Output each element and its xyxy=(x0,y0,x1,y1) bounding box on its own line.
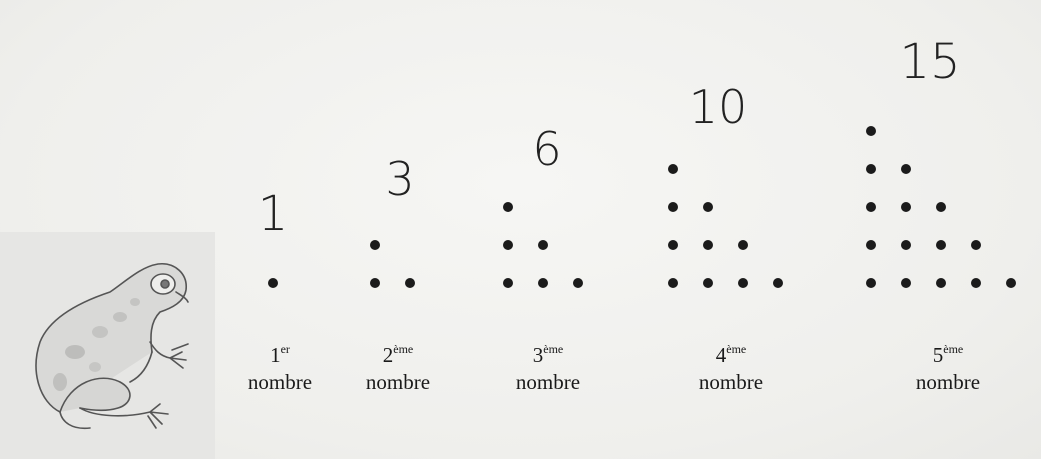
dot xyxy=(866,202,876,212)
dot xyxy=(668,202,678,212)
dot xyxy=(773,278,783,288)
triangular-number-1: 1 xyxy=(248,186,298,242)
triangular-number-3: 6 xyxy=(522,122,572,176)
dot xyxy=(503,278,513,288)
label-figure-3: 3ème nombre xyxy=(488,342,608,396)
dot xyxy=(538,278,548,288)
rank-number: 5 xyxy=(933,343,944,367)
triangular-number-2: 3 xyxy=(375,152,425,206)
rank-number: 1 xyxy=(270,343,281,367)
dot xyxy=(405,278,415,288)
label-figure-1: 1er nombre xyxy=(220,342,340,396)
dot xyxy=(370,278,380,288)
dot xyxy=(936,278,946,288)
frog-icon xyxy=(0,232,215,459)
rank-line: 4ème xyxy=(671,342,791,369)
rank-line: 3ème xyxy=(488,342,608,369)
dot xyxy=(936,240,946,250)
dot xyxy=(866,240,876,250)
dot xyxy=(268,278,278,288)
triangular-number-5: 15 xyxy=(895,34,965,90)
dot xyxy=(668,164,678,174)
label-word: nombre xyxy=(220,369,340,396)
rank-suffix: ème xyxy=(393,342,413,356)
dot xyxy=(370,240,380,250)
label-word: nombre xyxy=(671,369,791,396)
dot xyxy=(503,202,513,212)
dot xyxy=(866,278,876,288)
dot xyxy=(971,240,981,250)
dot xyxy=(738,278,748,288)
label-word: nombre xyxy=(338,369,458,396)
dot xyxy=(703,202,713,212)
rank-line: 5ème xyxy=(888,342,1008,369)
dot xyxy=(901,164,911,174)
dot xyxy=(971,278,981,288)
rank-number: 2 xyxy=(383,343,394,367)
dot xyxy=(866,126,876,136)
dot xyxy=(538,240,548,250)
rank-line: 1er xyxy=(220,342,340,369)
rank-suffix: er xyxy=(281,342,290,356)
rank-suffix: ème xyxy=(543,342,563,356)
dot xyxy=(573,278,583,288)
dot xyxy=(738,240,748,250)
dot xyxy=(936,202,946,212)
dot xyxy=(901,278,911,288)
label-word: nombre xyxy=(488,369,608,396)
label-figure-4: 4ème nombre xyxy=(671,342,791,396)
rank-line: 2ème xyxy=(338,342,458,369)
label-figure-5: 5ème nombre xyxy=(888,342,1008,396)
triangular-number-4: 10 xyxy=(683,80,753,134)
dot xyxy=(503,240,513,250)
dot xyxy=(901,202,911,212)
rank-number: 4 xyxy=(716,343,727,367)
dot xyxy=(901,240,911,250)
rank-number: 3 xyxy=(533,343,544,367)
rank-suffix: ème xyxy=(726,342,746,356)
dot xyxy=(1006,278,1016,288)
dot xyxy=(703,278,713,288)
label-word: nombre xyxy=(888,369,1008,396)
frog-illustration xyxy=(0,232,215,459)
label-figure-2: 2ème nombre xyxy=(338,342,458,396)
dot xyxy=(668,240,678,250)
dot xyxy=(668,278,678,288)
dot xyxy=(703,240,713,250)
rank-suffix: ème xyxy=(943,342,963,356)
dot xyxy=(866,164,876,174)
